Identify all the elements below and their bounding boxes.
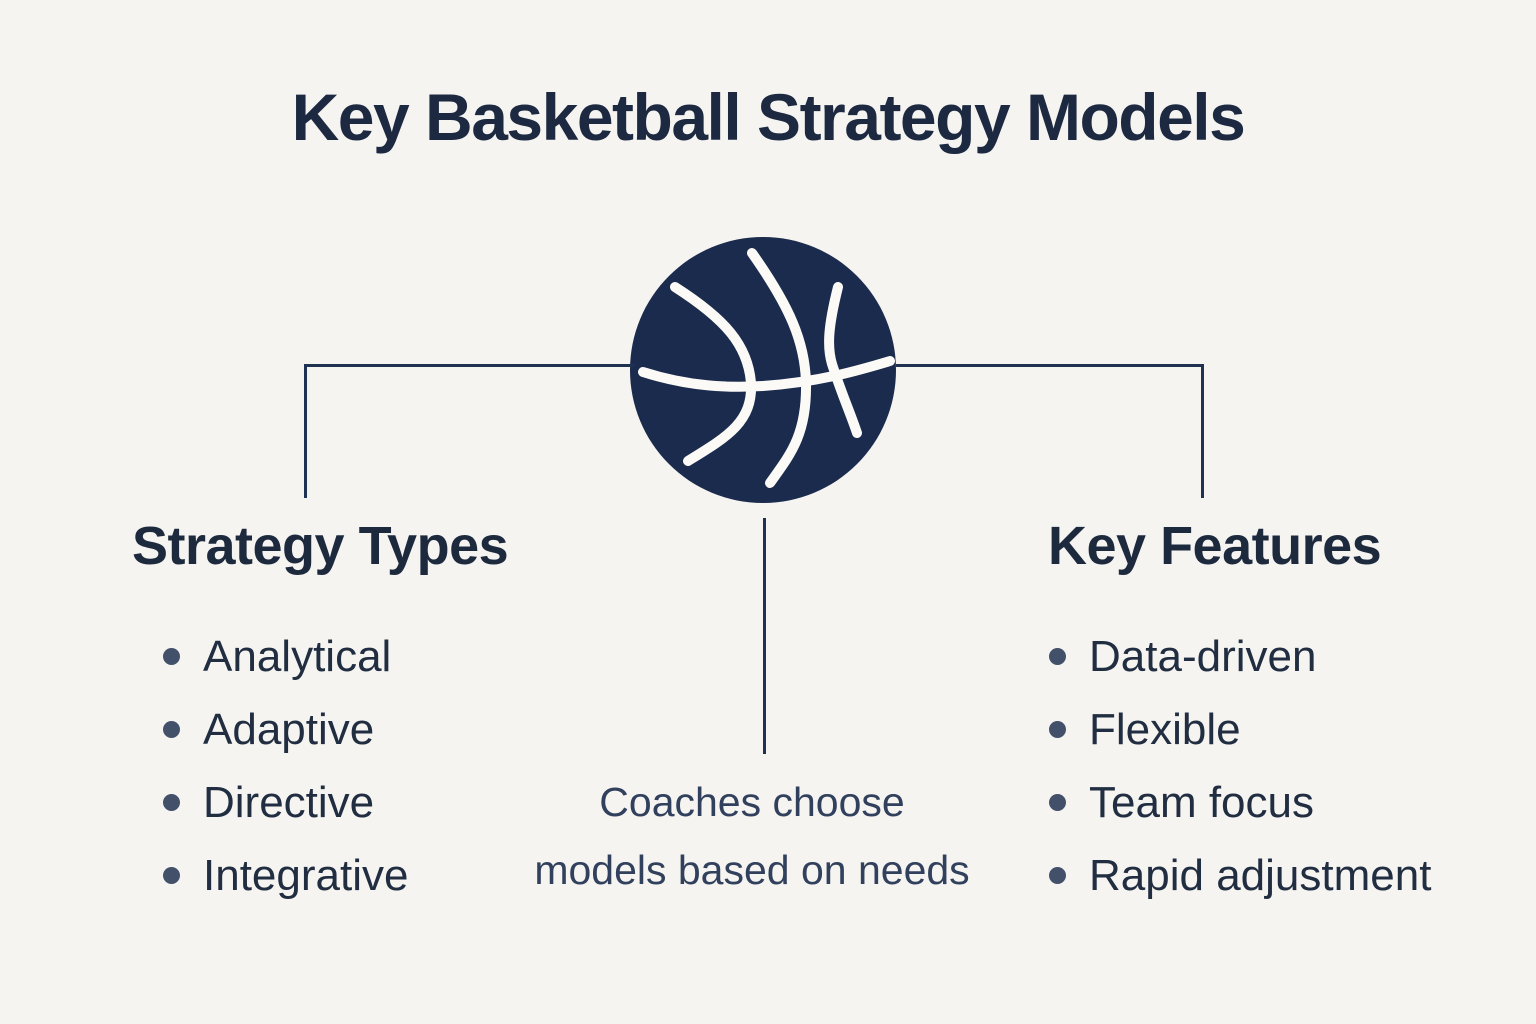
page-title: Key Basketball Strategy Models (291, 80, 1246, 154)
list-item-label: Adaptive (203, 704, 375, 754)
bullet-dot-icon (1049, 867, 1066, 884)
caption-line-1: Coaches choose (599, 779, 905, 825)
strategy-types-list: Analytical Adaptive Directive Integrativ… (150, 620, 408, 912)
bullet-dot-icon (163, 648, 180, 665)
bullet-dot-icon (163, 794, 180, 811)
list-item-label: Data-driven (1089, 631, 1317, 681)
connector-left-vertical (304, 364, 307, 498)
basketball-icon (630, 237, 896, 503)
bullet-dot-icon (163, 867, 180, 884)
bullet-dot-icon (1049, 794, 1066, 811)
key-features-list: Data-driven Flexible Team focus Rapid ad… (1036, 620, 1431, 912)
caption-line-2: models based on needs (534, 847, 970, 893)
list-item-label: Flexible (1089, 704, 1241, 754)
basketball-seam-horizontal (638, 356, 895, 392)
connector-left-horizontal (304, 364, 634, 367)
connector-right-horizontal (896, 364, 1204, 367)
list-item-label: Analytical (203, 631, 392, 681)
connector-right-vertical (1201, 364, 1204, 498)
list-item: Team focus (1036, 766, 1431, 839)
list-item: Directive (150, 766, 408, 839)
list-item-label: Rapid adjustment (1089, 850, 1432, 900)
connector-center-vertical (763, 518, 766, 754)
list-item-label: Integrative (203, 850, 409, 900)
list-item: Flexible (1036, 693, 1431, 766)
key-features-heading: Key Features (1048, 516, 1382, 576)
bullet-dot-icon (1049, 721, 1066, 738)
bullet-dot-icon (163, 721, 180, 738)
strategy-types-heading: Strategy Types (132, 516, 509, 576)
list-item-label: Directive (203, 777, 375, 827)
list-item-label: Team focus (1089, 777, 1314, 827)
list-item: Analytical (150, 620, 408, 693)
list-item: Data-driven (1036, 620, 1431, 693)
list-item: Integrative (150, 839, 408, 912)
list-item: Rapid adjustment (1036, 839, 1431, 912)
list-item: Adaptive (150, 693, 408, 766)
bullet-dot-icon (1049, 648, 1066, 665)
center-caption: Coaches choose models based on needs (472, 768, 1032, 904)
basketball-seam-right (824, 282, 862, 438)
